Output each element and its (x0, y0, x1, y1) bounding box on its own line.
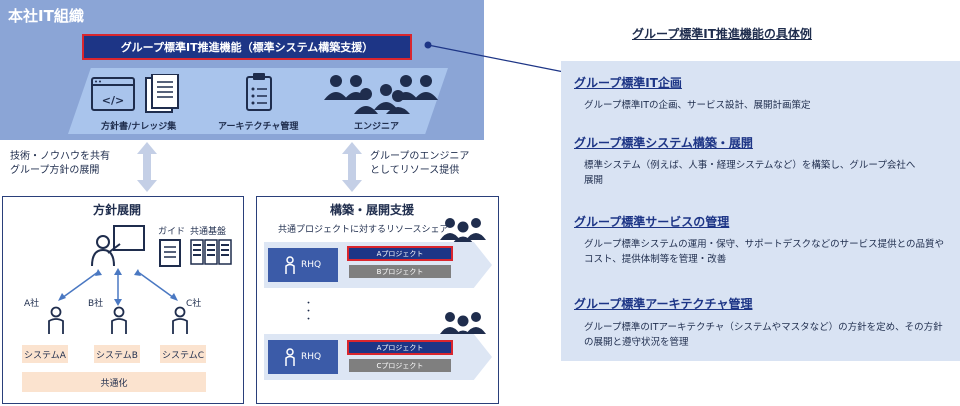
system-b-box: システムB (94, 345, 140, 363)
note-left: 技術・ノウハウを共有グループ方針の展開 (10, 151, 110, 176)
engineers-icon (324, 75, 438, 114)
rhq-box-row2: RHQ (268, 340, 338, 374)
examples-panel (561, 61, 960, 361)
example-desc-2: 標準システム（例えば、人事・経理システムなど）を構築し、グループ会社へ展開 (584, 160, 916, 186)
svg-text:</>: </> (102, 94, 124, 107)
example-heading-1: グループ標準IT企画 (574, 76, 682, 90)
system-c-box: システムC (160, 345, 206, 363)
engineers-label: エンジニア (354, 122, 400, 132)
architecture-label: アーキテクチャ管理 (218, 122, 299, 132)
note-right: グループのエンジニアとしてリソース提供 (370, 151, 470, 176)
docs-icon: </> (91, 74, 179, 113)
company-b-label: B社 (88, 299, 104, 309)
example-heading-3: グループ標準サービスの管理 (574, 215, 730, 229)
server-icon (190, 239, 232, 265)
example-heading-4: グループ標準アーキテクチャ管理 (574, 297, 753, 311)
double-arrow-left (137, 142, 157, 192)
team-icon-row2 (440, 312, 486, 338)
example-heading-2: グループ標準システム構築・展開 (574, 136, 753, 150)
guide-label: ガイド (158, 227, 186, 237)
team-icon-row1 (440, 218, 486, 244)
policy-title: 方針展開 (93, 203, 142, 217)
connector-line (424, 41, 565, 73)
rhq-label-row2: RHQ (300, 352, 322, 362)
double-arrow-right (342, 142, 362, 192)
rhq-box-row1: RHQ (268, 248, 338, 282)
project-c-row2: Cプロジェクト (349, 359, 451, 372)
common-box: 共通化 (22, 372, 206, 392)
example-desc-4: グループ標準のITアーキテクチャ（システムやマスタなど）の方針を定め、その方針の… (584, 322, 943, 348)
distribution-arrows (58, 268, 178, 306)
clipboard-icon (246, 73, 272, 111)
company-c-label: C社 (186, 299, 202, 309)
policy-panel (2, 196, 244, 404)
docs-label: 方針書/ナレッジ集 (101, 122, 177, 132)
hq-main-function: グループ標準IT推進機能（標準システム構築支援） (82, 34, 412, 60)
system-a-box: システムA (22, 345, 68, 363)
project-a-row2: Aプロジェクト (347, 340, 453, 355)
support-title: 構築・展開支援 (330, 203, 415, 217)
examples-title: グループ標準IT推進機能の具体例 (632, 27, 812, 41)
ellipsis-dots: ・・・ (304, 299, 314, 325)
project-b-row1: Bプロジェクト (349, 265, 451, 278)
support-subtitle: 共通プロジェクトに対するリソースシェア (278, 225, 449, 235)
project-a-row1: Aプロジェクト (347, 246, 453, 261)
hq-title: 本社IT組織 (8, 7, 84, 25)
company-person-icons (48, 306, 188, 334)
guide-doc-icon (159, 239, 181, 267)
example-desc-3: グループ標準システムの運用・保守、サポートデスクなどのサービス提供との品質やコス… (584, 239, 945, 265)
example-desc-1: グループ標準ITの企画、サービス設計、展開計画策定 (584, 100, 811, 111)
rhq-person-icon (285, 348, 295, 366)
company-a-label: A社 (24, 299, 40, 309)
common-base-label: 共通基盤 (190, 227, 227, 237)
rhq-label-row1: RHQ (300, 260, 322, 270)
presenter-icon (91, 225, 145, 267)
rhq-person-icon (285, 256, 295, 274)
